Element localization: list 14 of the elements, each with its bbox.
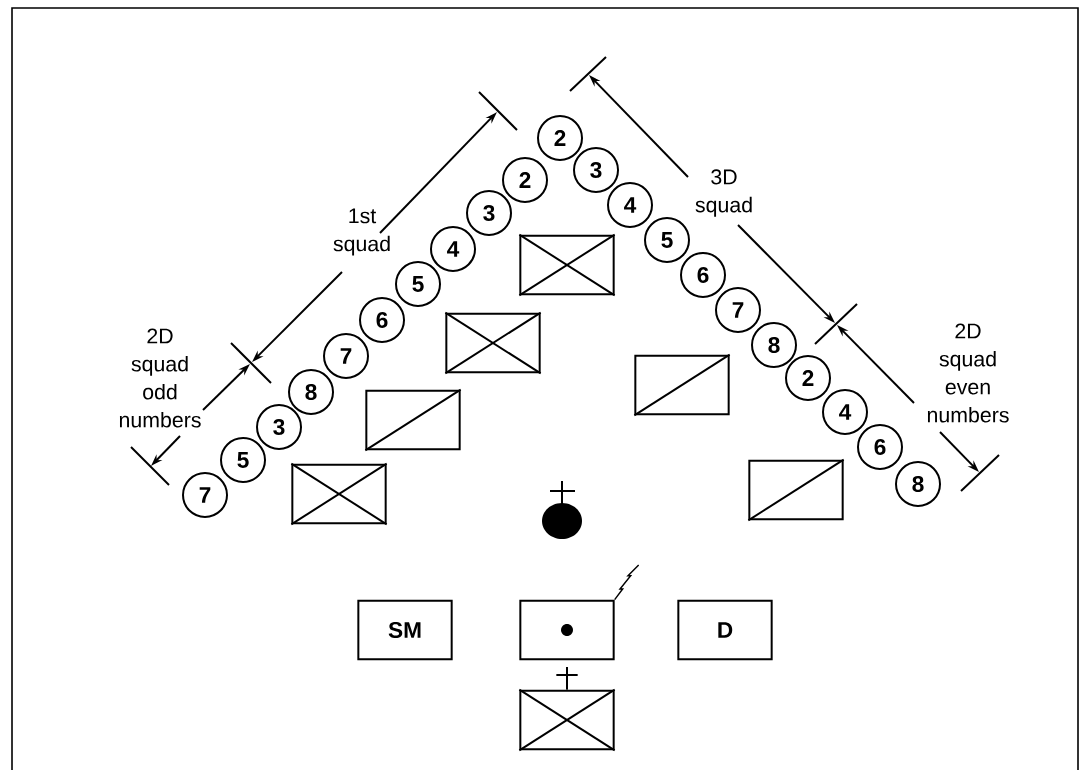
dimension-label: 3D squad bbox=[695, 169, 752, 217]
symbol-box bbox=[518, 233, 616, 297]
symbol-box bbox=[633, 353, 731, 417]
text-box: D bbox=[677, 599, 773, 661]
symbol-box bbox=[519, 564, 640, 661]
symbol-box bbox=[444, 311, 542, 375]
symbol-box bbox=[747, 458, 845, 522]
text-box: SM bbox=[357, 599, 453, 661]
symbol-box bbox=[364, 388, 462, 452]
dimension-label: 1st squad bbox=[333, 208, 390, 256]
symbol-box bbox=[290, 462, 388, 526]
symbol-box bbox=[518, 666, 616, 752]
dimension-label: 2D squad odd numbers bbox=[119, 328, 201, 428]
dimension-label: 2D squad even numbers bbox=[927, 323, 1009, 423]
